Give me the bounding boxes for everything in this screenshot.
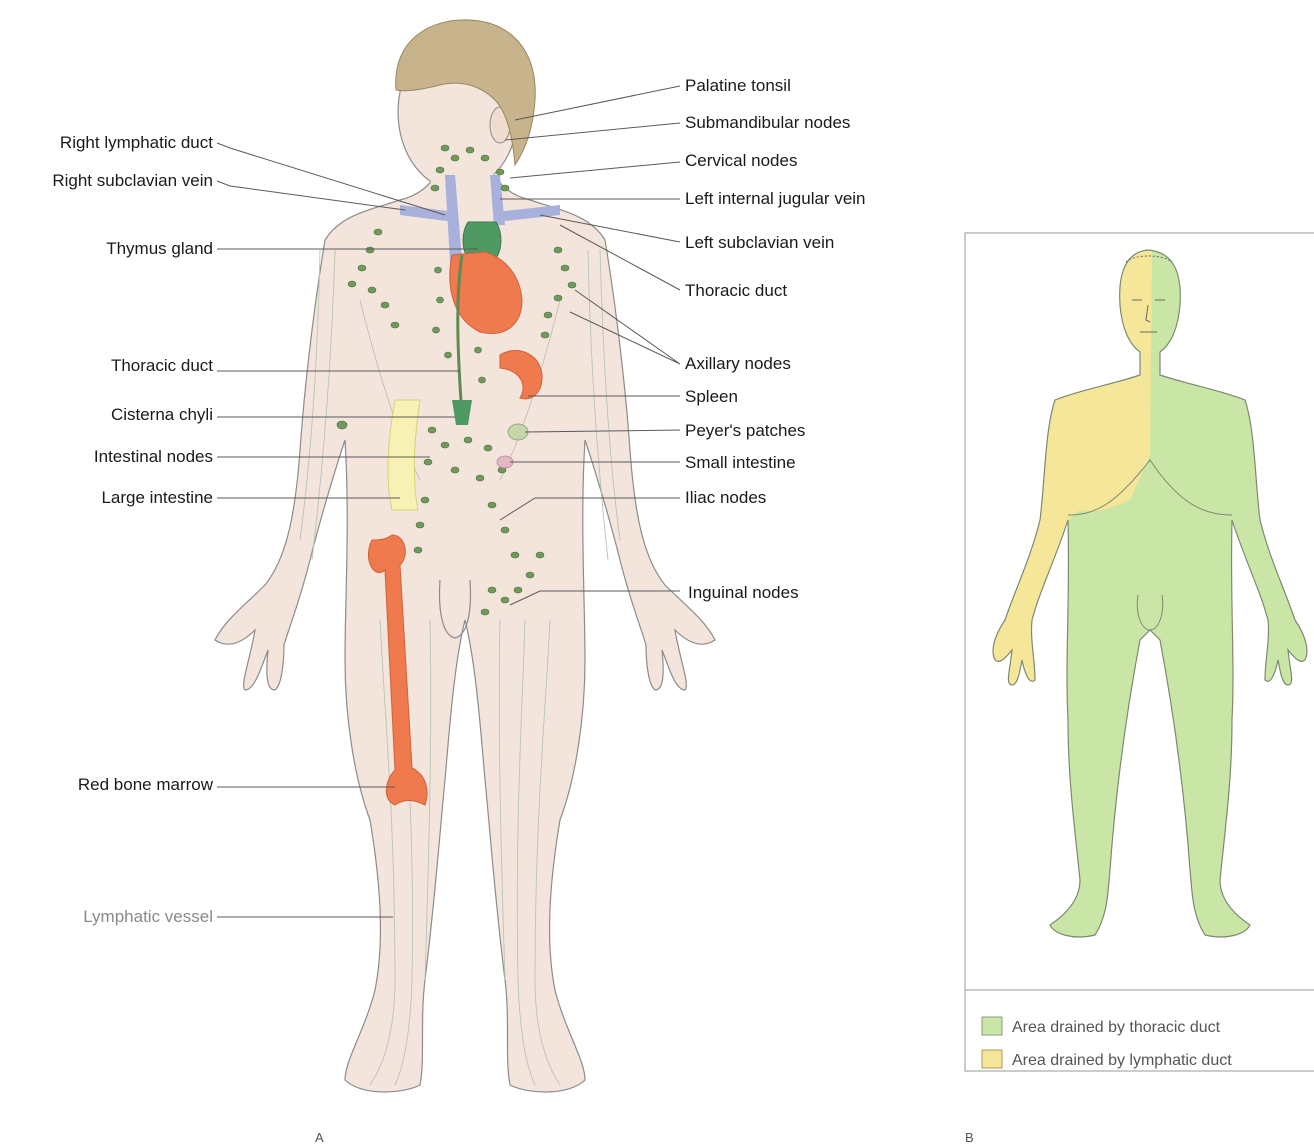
legend-swatch-lymphatic (982, 1050, 1002, 1068)
label-thoracic-duct-right: Thoracic duct (685, 281, 787, 300)
label-right-lymphatic-duct: Right lymphatic duct (60, 133, 213, 152)
label-large-intestine: Large intestine (101, 488, 213, 507)
label-small-intestine: Small intestine (685, 453, 796, 472)
label-cervical-nodes: Cervical nodes (685, 151, 797, 170)
labels-left: Right lymphatic duct Right subclavian ve… (52, 133, 213, 926)
panel-a-figure (215, 20, 715, 1092)
label-axillary-nodes: Axillary nodes (685, 354, 791, 373)
legend-label-lymphatic: Area drained by lymphatic duct (1012, 1052, 1232, 1069)
label-thymus-gland: Thymus gland (106, 239, 213, 258)
label-spleen: Spleen (685, 387, 738, 406)
label-right-subclavian-vein: Right subclavian vein (52, 171, 213, 190)
neck (430, 170, 494, 205)
label-submandibular-nodes: Submandibular nodes (685, 113, 850, 132)
label-intestinal-nodes: Intestinal nodes (94, 447, 213, 466)
label-inguinal-nodes: Inguinal nodes (688, 583, 799, 602)
panel-b: Area drained by thoracic duct Area drain… (965, 233, 1314, 1071)
label-red-bone-marrow: Red bone marrow (78, 775, 214, 794)
label-lymphatic-vessel: Lymphatic vessel (83, 907, 213, 926)
labels-right: Palatine tonsil Submandibular nodes Cerv… (685, 76, 866, 602)
panel-b-letter: B (965, 1130, 974, 1145)
label-palatine-tonsil: Palatine tonsil (685, 76, 791, 95)
label-thoracic-duct-left: Thoracic duct (111, 356, 213, 375)
legend-swatch-thoracic (982, 1017, 1002, 1035)
label-iliac-nodes: Iliac nodes (685, 488, 766, 507)
label-left-subclavian-vein: Left subclavian vein (685, 233, 834, 252)
label-cisterna-chyli: Cisterna chyli (111, 405, 213, 424)
leader-cervical-nodes (510, 162, 680, 178)
label-left-internal-jugular-vein: Left internal jugular vein (685, 189, 866, 208)
label-peyers-patches: Peyer's patches (685, 421, 805, 440)
panel-a-letter: A (315, 1130, 324, 1145)
leader-palatine-tonsil (515, 86, 680, 120)
leader-right-subclavian-vein (217, 181, 405, 210)
legend-label-thoracic: Area drained by thoracic duct (1012, 1019, 1221, 1036)
